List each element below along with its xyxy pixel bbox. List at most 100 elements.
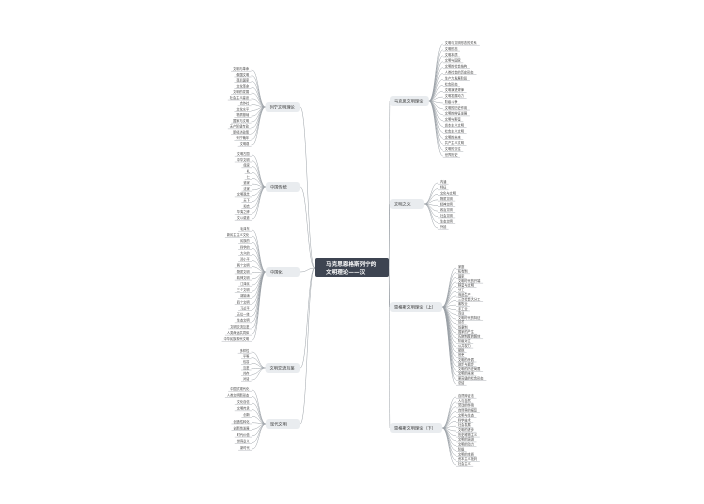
leaf-node[interactable]: 政治文明 — [438, 207, 456, 213]
leaf-node[interactable]: 奴隶制 — [456, 324, 470, 330]
leaf-node[interactable]: 人类文明新形态 — [224, 393, 252, 398]
leaf-node[interactable]: 文化自信 — [234, 399, 252, 405]
root-node[interactable]: 马克思恩格斯列宁的 文明理论——汉 — [315, 258, 389, 277]
leaf-node[interactable]: 两个文明 — [234, 263, 252, 269]
leaf-node[interactable]: 文以载道 — [234, 215, 252, 221]
leaf-node[interactable]: 新经济政策 — [231, 129, 252, 135]
leaf-node[interactable]: 毛泽东 — [238, 226, 252, 232]
branch-node-left-3[interactable]: 中国化 — [266, 267, 300, 277]
leaf-node[interactable]: 野蛮与文明 — [456, 283, 477, 288]
leaf-node[interactable]: 中国式现代化 — [228, 386, 252, 392]
leaf-node[interactable]: 法家 — [241, 186, 252, 192]
leaf-node[interactable]: 商品生产 — [456, 292, 474, 298]
leaf-node[interactable]: 阶级斗争 — [442, 99, 460, 105]
leaf-node[interactable]: 文明古国 — [234, 151, 252, 157]
leaf-node[interactable]: 历史唯物主义 — [456, 432, 480, 438]
leaf-node[interactable]: 文明的历史局限 — [456, 366, 484, 372]
leaf-node[interactable]: 无产阶级专政 — [227, 124, 252, 130]
leaf-node[interactable]: 创新性发展 — [231, 425, 253, 431]
leaf-node[interactable]: 文明交流互鉴 — [228, 324, 252, 330]
leaf-node[interactable]: 精神文明 — [438, 202, 456, 207]
branch-node-right-2[interactable]: 文明之义 — [390, 199, 424, 209]
leaf-node[interactable]: 互鉴 — [241, 365, 252, 371]
leaf-node[interactable]: 文明的未来 — [442, 134, 464, 140]
leaf-node[interactable]: 三次社会大分工 — [456, 296, 484, 302]
leaf-node[interactable]: 和合 — [241, 203, 252, 209]
leaf-node[interactable]: 创造性转化 — [231, 419, 253, 425]
leaf-node[interactable]: 物质基础 — [234, 112, 252, 118]
leaf-node[interactable]: 社会主义建设 — [227, 95, 252, 101]
leaf-node[interactable]: 总结 — [456, 380, 467, 386]
leaf-node[interactable]: 四个文明 — [234, 299, 252, 305]
leaf-node[interactable]: 外延 — [438, 224, 449, 230]
leaf-node[interactable]: 包容 — [241, 359, 252, 365]
leaf-node[interactable]: 文化水平 — [234, 106, 252, 112]
leaf-node[interactable]: 更高级的社会形态 — [456, 375, 487, 381]
leaf-node[interactable]: 文明形态 — [442, 46, 460, 52]
leaf-node[interactable]: 大众的 — [238, 250, 252, 256]
leaf-node[interactable]: 五位一体 — [234, 312, 252, 317]
branch-node-left-2[interactable]: 中国传统 — [266, 182, 300, 192]
leaf-node[interactable]: 文明的交往 — [442, 146, 464, 152]
leaf-node[interactable]: 人与自然 — [456, 398, 474, 404]
leaf-node[interactable]: 民族的 — [238, 238, 252, 244]
branch-node-right-4[interactable]: 恩格斯文明理论（下） — [390, 423, 442, 433]
leaf-node[interactable]: 精神文明 — [234, 275, 252, 281]
leaf-node[interactable]: 三个文明 — [234, 287, 252, 293]
leaf-node[interactable]: 文明演进规律 — [442, 87, 467, 93]
leaf-node[interactable]: 中华民族现代文明 — [221, 336, 252, 342]
leaf-node[interactable]: 文明与文明形态的关系 — [442, 40, 480, 46]
leaf-node[interactable]: 文明与国家 — [442, 58, 464, 64]
leaf-node[interactable]: 文明与生态 — [456, 412, 477, 418]
leaf-node[interactable]: 习近平 — [238, 305, 252, 311]
leaf-node[interactable]: 资本主义批判 — [456, 456, 480, 462]
leaf-node[interactable]: 私有制 — [456, 269, 470, 275]
leaf-node[interactable]: 多样性 — [237, 348, 252, 354]
leaf-node[interactable]: 社会主义 — [456, 461, 474, 467]
leaf-node[interactable]: 对话 — [241, 376, 252, 382]
leaf-node[interactable]: 社会形态 — [442, 81, 460, 87]
branch-node-right-1[interactable]: 马克思文明理论 — [390, 96, 429, 106]
leaf-node[interactable]: 文明传承 — [234, 406, 252, 412]
leaf-node[interactable]: 文明与野蛮 — [442, 117, 464, 123]
leaf-node[interactable]: 文明的发展 — [231, 89, 252, 95]
leaf-node[interactable]: 劳动的作用 — [456, 403, 477, 409]
leaf-node[interactable]: 科学技术 — [456, 417, 474, 423]
leaf-node[interactable]: 江泽民 — [238, 281, 252, 287]
leaf-node[interactable]: 手工业 — [456, 306, 470, 312]
leaf-node[interactable]: 落后国家 — [234, 78, 252, 83]
leaf-node[interactable]: 文明的矛盾 — [456, 357, 477, 363]
leaf-node[interactable]: 生产力发展阶段 — [442, 75, 470, 81]
leaf-node[interactable]: 赋税 — [456, 348, 467, 353]
branch-node-right-3[interactable]: 恩格斯文明理论（上） — [390, 302, 442, 312]
leaf-node[interactable]: 文明的未来 — [456, 371, 477, 377]
leaf-node[interactable]: 公共权力 — [456, 343, 474, 349]
leaf-node[interactable]: 国家的产生 — [456, 329, 477, 335]
leaf-node[interactable]: 畜牧业 — [456, 301, 470, 307]
leaf-node[interactable]: 科学的 — [238, 244, 252, 250]
leaf-node[interactable]: 文明与革命 — [231, 66, 252, 72]
leaf-node[interactable]: 文明的社会结构 — [442, 64, 470, 69]
leaf-node[interactable]: 道家 — [241, 180, 252, 186]
branch-node-left-1[interactable]: 列宁文明理论 — [265, 102, 300, 112]
branch-node-left-4[interactable]: 文明交流互鉴 — [265, 363, 300, 373]
leaf-node[interactable]: 共存 — [241, 370, 252, 376]
leaf-node[interactable]: 文明的历史作用 — [442, 105, 470, 111]
leaf-node[interactable]: 平等 — [241, 354, 252, 359]
leaf-node[interactable]: 列宁晚年 — [234, 135, 252, 141]
leaf-node[interactable]: 新民主主义文化 — [224, 232, 252, 238]
leaf-node[interactable]: 文明的演进 — [456, 437, 477, 443]
leaf-node[interactable]: 社会发展 — [456, 422, 474, 428]
leaf-node[interactable]: 自然辩证法 — [456, 393, 477, 399]
leaf-node[interactable]: 中华文明 — [234, 157, 252, 163]
leaf-node[interactable]: 自然界的报复 — [456, 408, 480, 413]
leaf-node[interactable]: 文明观念 — [234, 192, 252, 198]
leaf-node[interactable]: 儒家 — [241, 163, 252, 169]
leaf-node[interactable]: 创新 — [241, 412, 252, 418]
leaf-node[interactable]: 特征 — [438, 185, 449, 191]
leaf-node[interactable]: 进步与退步 — [456, 361, 477, 367]
leaf-node[interactable]: 俄国文明 — [234, 72, 252, 78]
leaf-node[interactable]: 文化革命 — [234, 83, 252, 89]
leaf-node[interactable]: 天下 — [241, 199, 252, 203]
leaf-node[interactable]: 阶级 — [456, 446, 467, 452]
